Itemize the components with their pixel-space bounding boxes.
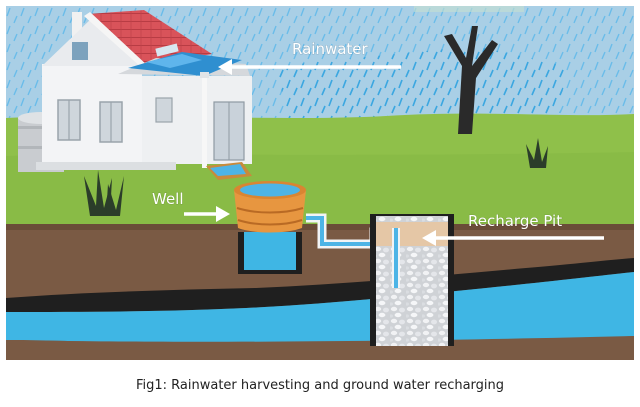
recharge-pit-arrow — [422, 230, 604, 246]
house — [36, 10, 252, 170]
rainwater-harvesting-diagram: Rainwater Well Recharge Pit — [6, 6, 634, 360]
label-well: Well — [152, 190, 184, 208]
well-rim — [234, 190, 306, 233]
label-recharge-pit: Recharge Pit — [468, 212, 562, 230]
house-roof — [88, 10, 212, 66]
pit-gravel — [376, 246, 448, 346]
rainwater-arrow — [218, 59, 401, 75]
tree — [414, 6, 524, 134]
groundwater-aquifer — [6, 272, 634, 344]
well — [234, 181, 306, 274]
grass-tuft-right — [526, 138, 548, 168]
well-arrow — [184, 206, 230, 222]
label-rainwater: Rainwater — [292, 40, 369, 58]
grass-tuft-left — [84, 170, 124, 216]
rock-band — [6, 258, 634, 312]
recharge-pit — [370, 214, 454, 346]
figure-caption: Fig1: Rainwater harvesting and ground wa… — [135, 378, 505, 393]
